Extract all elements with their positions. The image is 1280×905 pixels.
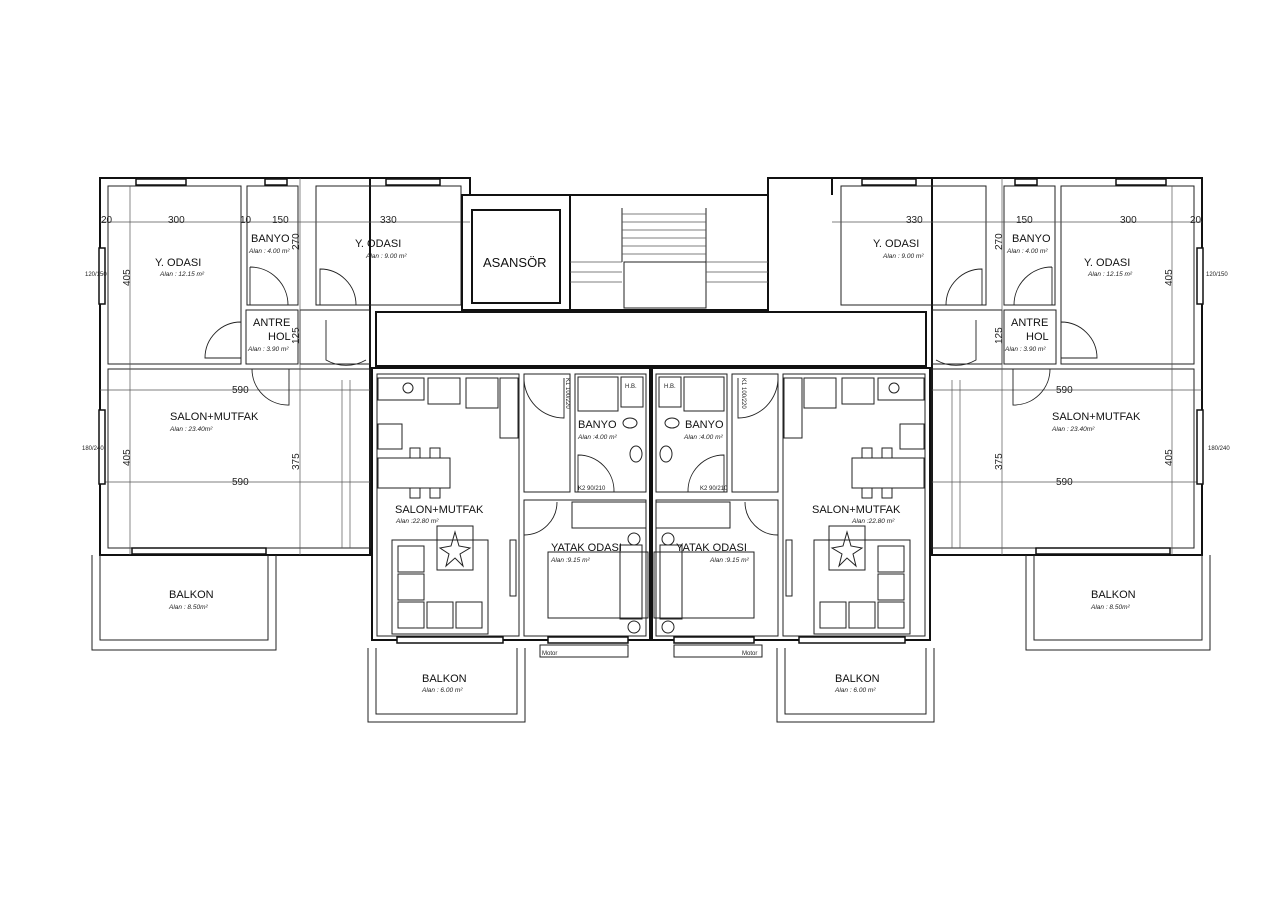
room-name: SALON+MUTFAK xyxy=(1052,411,1141,423)
window-tag: 120/150 xyxy=(85,272,107,278)
elevator-label: ASANSÖR xyxy=(483,255,547,270)
dimension: 270 xyxy=(291,233,302,250)
room-area: Alan : 23.40m² xyxy=(1051,426,1095,433)
room-name: HOL xyxy=(1026,331,1049,343)
dimension: 10 xyxy=(240,215,252,226)
room-area: Alan : 12.15 m² xyxy=(159,271,205,278)
room-name: BANYO xyxy=(1012,233,1051,245)
room-name: BALKON xyxy=(422,673,467,685)
window-tag: 180/240 xyxy=(1208,446,1230,452)
door-tag: K2 90/210 xyxy=(578,486,606,492)
room-area: Alan : 4.00 m² xyxy=(248,248,290,255)
room-name: YATAK ODASI xyxy=(551,542,622,554)
room-name: BANYO xyxy=(578,419,617,431)
dimension: 150 xyxy=(1016,215,1033,226)
room-area: Alan :9.15 m² xyxy=(709,557,749,564)
window-tag: 180/240 xyxy=(82,446,104,452)
room-area: Alan :4.00 m² xyxy=(577,434,617,441)
door-tag: K1 100/220 xyxy=(740,378,746,409)
motor-label: Motor xyxy=(542,651,557,657)
room-name: ANTRE xyxy=(253,317,290,329)
room-name: HOL xyxy=(268,331,291,343)
room-area: Alan :9.15 m² xyxy=(550,557,590,564)
left-apartment: Y. ODASI Alan : 12.15 m² BANYO Alan : 4.… xyxy=(82,215,407,611)
window-tag: 120/150 xyxy=(1206,272,1228,278)
room-name: SALON+MUTFAK xyxy=(812,504,901,516)
room-area: Alan : 12.15 m² xyxy=(1087,271,1133,278)
dimension: 330 xyxy=(906,215,923,226)
room-area: Alan :22.80 m² xyxy=(851,518,895,525)
dimension: 375 xyxy=(291,453,302,470)
room-area: Alan : 3.90 m² xyxy=(247,346,289,353)
center-left-apartment: SALON+MUTFAK Alan :22.80 m² BANYO Alan :… xyxy=(395,378,637,694)
right-apartment: Y. ODASI Alan : 12.15 m² BANYO Alan : 4.… xyxy=(873,215,1230,611)
dimension: 125 xyxy=(291,327,302,344)
room-area: Alan : 8.50m² xyxy=(1090,604,1130,611)
room-name: Y. ODASI xyxy=(155,257,201,269)
dimension: 405 xyxy=(1164,269,1175,286)
dimension: 375 xyxy=(994,453,1005,470)
dimension: 405 xyxy=(122,269,133,286)
dimension: 590 xyxy=(232,477,249,488)
room-name: BANYO xyxy=(251,233,290,245)
room-area: Alan : 4.00 m² xyxy=(1006,248,1048,255)
dimension: 330 xyxy=(380,215,397,226)
dimension: 20 xyxy=(1190,215,1202,226)
dimension: 590 xyxy=(1056,385,1073,396)
dimension: 270 xyxy=(994,233,1005,250)
dimension: 20 xyxy=(101,215,113,226)
building-core xyxy=(375,177,927,640)
room-name: BALKON xyxy=(169,589,214,601)
dimension: 300 xyxy=(1120,215,1137,226)
room-name: BALKON xyxy=(1091,589,1136,601)
room-area: Alan : 23.40m² xyxy=(169,426,213,433)
room-area: Alan :22.80 m² xyxy=(395,518,439,525)
dimension: 405 xyxy=(1164,449,1175,466)
room-area: Alan : 6.00 m² xyxy=(421,687,463,694)
room-name: SALON+MUTFAK xyxy=(395,504,484,516)
room-area: Alan : 6.00 m² xyxy=(834,687,876,694)
door-tag: K2 90/210 xyxy=(700,486,728,492)
dimension: 590 xyxy=(1056,477,1073,488)
shaft-label: H.B. xyxy=(664,384,676,390)
room-name: SALON+MUTFAK xyxy=(170,411,259,423)
dimension: 590 xyxy=(232,385,249,396)
dimension: 405 xyxy=(122,449,133,466)
room-name: Y. ODASI xyxy=(355,238,401,250)
shaft-label: H.B. xyxy=(625,384,637,390)
room-name: BANYO xyxy=(685,419,724,431)
room-area: Alan : 8.50m² xyxy=(168,604,208,611)
dimension: 150 xyxy=(272,215,289,226)
room-name: ANTRE xyxy=(1011,317,1048,329)
room-name: Y. ODASI xyxy=(873,238,919,250)
room-name: BALKON xyxy=(835,673,880,685)
room-area: Alan : 3.90 m² xyxy=(1004,346,1046,353)
room-name: Y. ODASI xyxy=(1084,257,1130,269)
dimension: 125 xyxy=(994,327,1005,344)
room-area: Alan : 9.00 m² xyxy=(882,253,924,260)
door-tag: K1 100/220 xyxy=(564,378,570,409)
motor-label: Motor xyxy=(742,651,757,657)
room-area: Alan :4.00 m² xyxy=(683,434,723,441)
room-name: YATAK ODASI xyxy=(676,542,747,554)
room-area: Alan : 9.00 m² xyxy=(365,253,407,260)
dimension: 300 xyxy=(168,215,185,226)
center-right-apartment: SALON+MUTFAK Alan :22.80 m² BANYO Alan :… xyxy=(664,378,901,694)
